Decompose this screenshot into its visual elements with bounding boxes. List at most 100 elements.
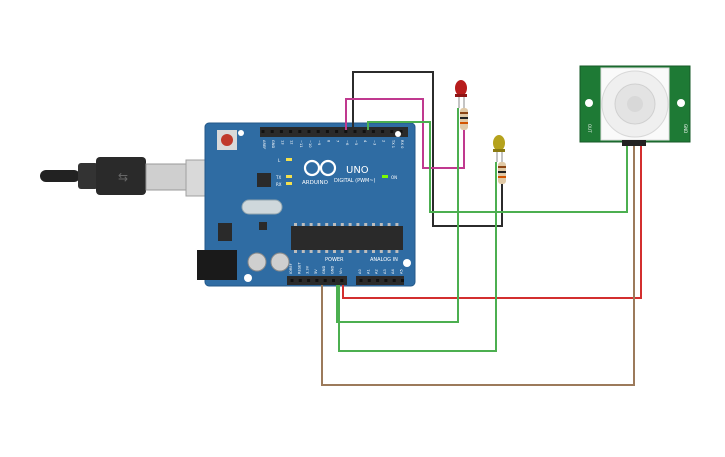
analog-pin-label: A5: [400, 269, 404, 274]
chip-leg: [395, 223, 399, 226]
wire-red-5v[interactable]: [342, 146, 642, 299]
chip-leg: [356, 223, 360, 226]
top-pin-label: GND: [271, 140, 275, 148]
analog-pin-hole[interactable]: [401, 279, 404, 282]
top-pin-label: 4: [363, 140, 367, 143]
chip-leg: [301, 250, 305, 253]
top-pin-hole[interactable]: [316, 130, 320, 133]
atmega-chip: [291, 226, 403, 250]
analog-label: ANALOG IN: [370, 257, 398, 263]
top-pin-hole[interactable]: [279, 130, 283, 133]
pir-pin-header: [622, 140, 646, 146]
yellow-led[interactable]: [493, 135, 505, 162]
wire-green-gnd-led2[interactable]: [338, 162, 497, 352]
top-pin-label: ~5: [354, 140, 358, 145]
usb-strain-relief: [78, 163, 98, 189]
power-pin-label: IOREF: [289, 263, 293, 274]
top-pin-label: ~9: [317, 140, 321, 146]
resistor-2[interactable]: [498, 162, 506, 184]
wire-magenta[interactable]: [345, 98, 465, 169]
atmega-chip-pins: [294, 223, 399, 253]
top-pin-hole[interactable]: [399, 130, 403, 133]
led-tx: [286, 175, 292, 178]
usb-chip: [257, 173, 271, 187]
analog-header[interactable]: [356, 276, 404, 285]
mounting-hole: [403, 259, 411, 267]
power-pin-hole[interactable]: [323, 279, 327, 282]
chip-leg: [333, 223, 336, 226]
analog-pin-hole[interactable]: [359, 279, 363, 282]
top-pin-label: 13: [280, 140, 284, 145]
mounting-hole: [244, 274, 252, 282]
wire-green-pir-out[interactable]: [367, 121, 628, 213]
analog-pin-hole[interactable]: [376, 279, 380, 282]
wire-brown-gnd-pir[interactable]: [321, 146, 635, 386]
digital-header[interactable]: [260, 127, 408, 137]
power-jack: [197, 250, 237, 280]
top-pin-hole[interactable]: [261, 130, 265, 133]
analog-pin-label: A3: [383, 269, 387, 274]
power-pin-hole[interactable]: [290, 279, 294, 282]
yellow-led-body: [493, 135, 505, 151]
power-pin-hole[interactable]: [298, 279, 302, 282]
power-pin-hole[interactable]: [332, 279, 335, 282]
chip-leg: [356, 250, 360, 253]
analog-pin-hole[interactable]: [384, 279, 388, 282]
chip-leg: [317, 223, 321, 226]
chip-leg: [348, 223, 352, 226]
pir-label-right: GND: [683, 124, 688, 133]
chip-leg: [348, 250, 352, 253]
analog-pin-label: A2: [375, 269, 379, 274]
power-pin-hole[interactable]: [340, 279, 344, 282]
wire-green-gnd-led1[interactable]: [336, 108, 459, 323]
top-pin-label: TX 1: [391, 139, 395, 148]
reset-button[interactable]: [221, 134, 233, 146]
top-pin-hole[interactable]: [353, 130, 357, 133]
power-pin-label: 5V: [314, 269, 318, 274]
power-pin-hole[interactable]: [307, 279, 311, 282]
pir-dome-center: [627, 96, 643, 112]
top-pin-label: RX 0: [400, 140, 404, 149]
top-pin-hole[interactable]: [325, 130, 329, 133]
red-led[interactable]: [455, 80, 467, 108]
chip-leg: [309, 250, 313, 253]
mounting-hole: [585, 99, 593, 107]
logo-left-circle-icon: [303, 159, 321, 177]
on-label: ON: [391, 175, 397, 180]
top-pin-hole[interactable]: [344, 130, 348, 133]
voltage-regulator: [218, 223, 232, 241]
capacitor-2: [270, 252, 290, 272]
pir-sensor[interactable]: OUT GND: [579, 65, 691, 146]
analog-pin-hole[interactable]: [367, 279, 371, 282]
top-pin-hole[interactable]: [335, 130, 339, 133]
chip-leg: [379, 223, 383, 226]
top-pin-hole[interactable]: [270, 130, 274, 133]
top-pin-hole[interactable]: [289, 130, 293, 133]
power-pin-hole[interactable]: [315, 279, 319, 282]
top-pin-hole[interactable]: [362, 130, 366, 133]
power-pin-label: 3.3V: [306, 265, 310, 274]
top-pin-label: ~3: [372, 140, 376, 145]
resistor-band: [498, 176, 506, 178]
chip-leg: [333, 250, 336, 253]
resistor-1[interactable]: [460, 108, 468, 130]
power-pin-label: GND: [322, 266, 326, 274]
top-pin-hole[interactable]: [381, 130, 385, 133]
small-chip: [259, 222, 267, 230]
chip-leg: [379, 250, 383, 253]
top-pin-label: 2: [382, 140, 386, 142]
chip-leg: [294, 223, 297, 226]
red-led-body: [455, 80, 467, 96]
top-pin-hole[interactable]: [298, 130, 302, 133]
top-pin-hole[interactable]: [371, 130, 375, 133]
wire-black[interactable]: [352, 71, 503, 227]
top-pin-hole[interactable]: [307, 130, 311, 133]
top-pin-hole[interactable]: [390, 130, 394, 133]
analog-pin-hole[interactable]: [392, 279, 396, 282]
power-pin-label: RESET: [297, 262, 301, 274]
chip-leg: [309, 223, 313, 226]
